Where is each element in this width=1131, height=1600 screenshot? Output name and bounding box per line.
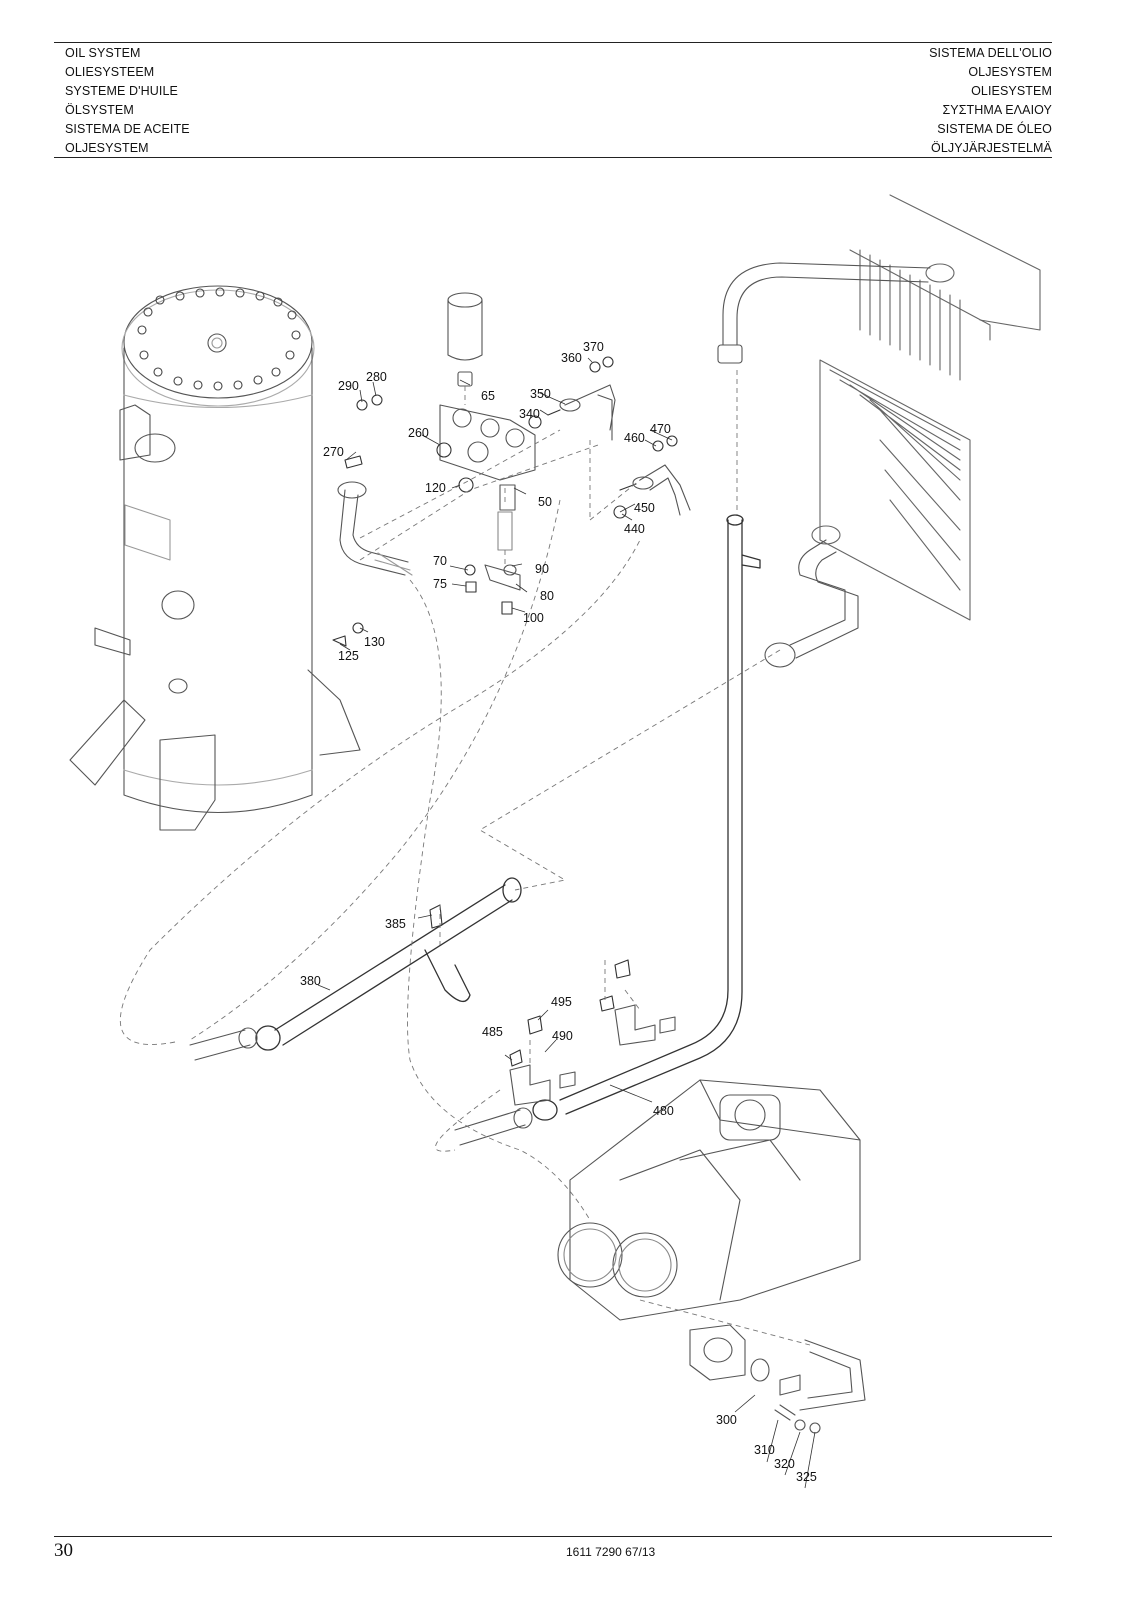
callout-350: 350 [530, 387, 551, 401]
title-no: OLJESYSTEM [968, 65, 1052, 79]
header-titles-right: SISTEMA DELL'OLIO OLJESYSTEM OLIESYSTEM … [929, 44, 1052, 158]
callout-80: 80 [540, 589, 554, 603]
title-es: SISTEMA DE ACEITE [65, 122, 190, 136]
title-fr: SYSTEME D'HUILE [65, 84, 178, 98]
callout-450: 450 [634, 501, 655, 515]
header-bottom-rule [54, 157, 1052, 158]
callout-340: 340 [519, 407, 540, 421]
title-da: OLIESYSTEM [971, 84, 1052, 98]
callout-470: 470 [650, 422, 671, 436]
cooler-outlet-pipe [764, 539, 859, 668]
callout-50: 50 [538, 495, 552, 509]
bracket-490 [509, 1064, 576, 1106]
header-top-rule [54, 42, 1052, 43]
callout-310: 310 [754, 1443, 775, 1457]
flex-hose-left [189, 1027, 258, 1061]
callout-290: 290 [338, 379, 359, 393]
callout-460: 460 [624, 431, 645, 445]
title-it: SISTEMA DELL'OLIO [929, 46, 1052, 60]
callout-380: 380 [300, 974, 321, 988]
hose-to-vessel [337, 481, 413, 576]
callout-495: 495 [551, 995, 572, 1009]
title-pt: SISTEMA DE ÓLEO [937, 122, 1052, 136]
flex-hose-center [454, 1107, 533, 1146]
title-fi: ÖLJYJÄRJESTELMÄ [931, 141, 1052, 155]
callout-325: 325 [796, 1470, 817, 1484]
title-nl: OLIESYSTEEM [65, 65, 155, 79]
callout-leaders [317, 357, 816, 1489]
callout-490: 490 [552, 1029, 573, 1043]
bracket-495 [614, 1004, 676, 1046]
title-el: ΣΥΣΤΗΜΑ ΕΛΑΙΟΥ [942, 103, 1052, 117]
pipe-380 [255, 877, 522, 1051]
title-sv: OLJESYSTEM [65, 141, 149, 155]
header-titles-left: OIL SYSTEM OLIESYSTEEM SYSTEME D'HUILE Ö… [65, 44, 190, 158]
callout-360: 360 [561, 351, 582, 365]
fasteners [332, 356, 678, 1067]
pipe-480 [532, 514, 761, 1121]
callout-260: 260 [408, 426, 429, 440]
document-number: 1611 7290 67/13 [566, 1545, 656, 1559]
callout-270: 270 [323, 445, 344, 459]
cooler-inlet-pipe [717, 262, 931, 364]
callout-90: 90 [535, 562, 549, 576]
hose-450 [632, 464, 691, 516]
vessel-lid-bolts [137, 287, 301, 391]
title-de: ÖLSYSTEM [65, 103, 134, 117]
page-number: 30 [54, 1540, 73, 1561]
check-valve-300 [689, 1324, 866, 1434]
hose-350 [559, 384, 616, 441]
callout-320: 320 [774, 1457, 795, 1471]
oil-filter-assembly [439, 292, 536, 591]
oil-separator-vessel [69, 285, 361, 831]
oil-cooler [811, 194, 1041, 621]
callout-385: 385 [385, 917, 406, 931]
callout-125: 125 [338, 649, 359, 663]
callout-70: 70 [433, 554, 447, 568]
footer-rule [54, 1536, 1052, 1537]
callout-280: 280 [366, 370, 387, 384]
callout-120: 120 [425, 481, 446, 495]
callout-485: 485 [482, 1025, 503, 1039]
callout-370: 370 [583, 340, 604, 354]
callout-75: 75 [433, 577, 447, 591]
callout-130: 130 [364, 635, 385, 649]
callout-440: 440 [624, 522, 645, 536]
callout-100: 100 [523, 611, 544, 625]
assembly-dashed-lines [119, 370, 811, 1346]
callout-65: 65 [481, 389, 495, 403]
title-en: OIL SYSTEM [65, 46, 141, 60]
compressor-element [557, 1079, 861, 1321]
callout-labels: 370 360 290 280 65 350 340 260 470 460 2… [300, 340, 817, 1484]
callout-300: 300 [716, 1413, 737, 1427]
callout-480: 480 [653, 1104, 674, 1118]
